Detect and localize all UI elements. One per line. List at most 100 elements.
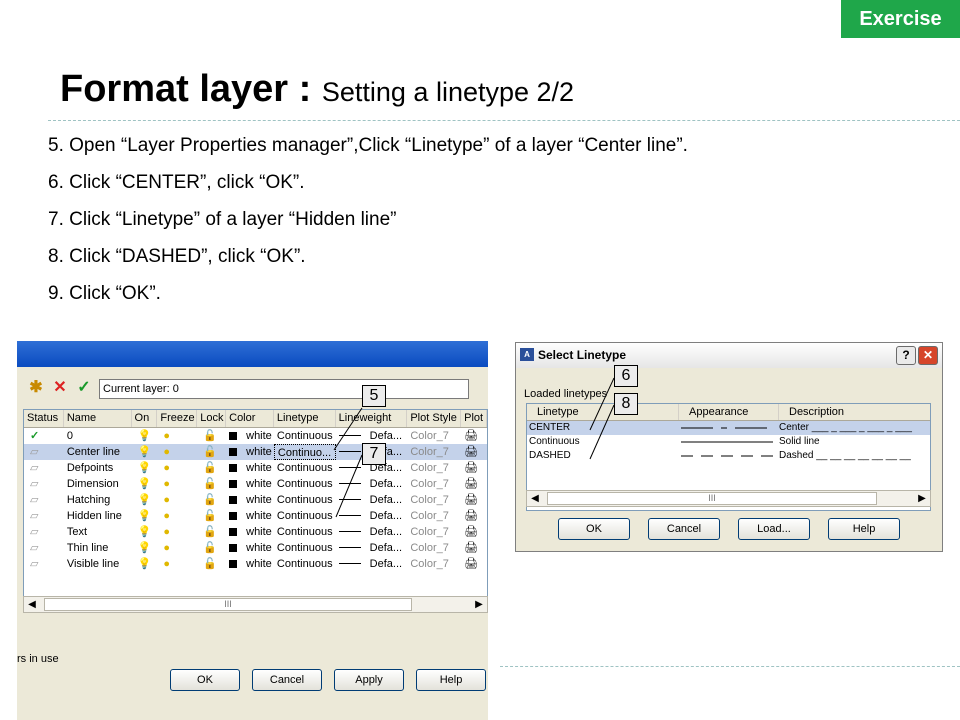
lightbulb-on-icon[interactable]: 💡 xyxy=(137,446,152,458)
col-name[interactable]: Name xyxy=(64,410,132,427)
lightbulb-on-icon[interactable]: 💡 xyxy=(137,494,152,506)
scroll-right-icon[interactable]: ▶ xyxy=(475,599,483,610)
col-plot[interactable]: Plot xyxy=(461,410,487,427)
printer-icon[interactable]: 🖨 xyxy=(464,494,479,506)
layer-color[interactable]: white xyxy=(226,444,274,460)
scroll-right-icon[interactable]: ▶ xyxy=(918,493,926,504)
layer-name[interactable]: Visible line xyxy=(66,558,120,570)
layer-color[interactable]: white xyxy=(226,492,274,508)
unlock-icon[interactable]: 🔓 xyxy=(203,542,217,554)
col-plot-style[interactable]: Plot Style xyxy=(407,410,462,427)
lightbulb-on-icon[interactable]: 💡 xyxy=(137,510,152,522)
unlock-icon[interactable]: 🔓 xyxy=(203,462,217,474)
unlock-icon[interactable]: 🔓 xyxy=(203,446,217,458)
layer-lineweight[interactable]: Defa... xyxy=(336,492,408,508)
printer-icon[interactable]: 🖨 xyxy=(464,542,479,554)
layer-name[interactable]: 0 xyxy=(66,430,73,442)
printer-icon[interactable]: 🖨 xyxy=(464,430,479,442)
lightbulb-on-icon[interactable]: 💡 xyxy=(137,462,152,474)
layer-lineweight[interactable]: Defa... xyxy=(336,524,408,540)
sun-thaw-icon[interactable]: ● xyxy=(163,494,171,506)
dialog-ok-button[interactable]: OK xyxy=(558,518,630,540)
printer-icon[interactable]: 🖨 xyxy=(464,462,479,474)
layer-status[interactable]: ▱ xyxy=(24,556,64,572)
layer-color[interactable]: white xyxy=(226,556,274,572)
unlock-icon[interactable]: 🔓 xyxy=(203,526,217,538)
layer-name[interactable]: Text xyxy=(66,526,88,538)
col-on[interactable]: On xyxy=(132,410,158,427)
dialog-load-button[interactable]: Load... xyxy=(738,518,810,540)
layer-status[interactable]: ▱ xyxy=(24,492,64,508)
layer-color[interactable]: white xyxy=(226,540,274,556)
unlock-icon[interactable]: 🔓 xyxy=(203,430,217,442)
col-lineweight[interactable]: Lineweight xyxy=(336,410,408,427)
layer-linetype[interactable]: Continuous xyxy=(276,478,333,490)
new-layer-icon[interactable]: ✱ xyxy=(29,379,43,396)
lightbulb-on-icon[interactable]: 💡 xyxy=(137,558,152,570)
layer-linetype[interactable]: Continuous xyxy=(276,430,333,442)
delete-layer-icon[interactable]: ✕ xyxy=(53,379,67,396)
scroll-thumb[interactable]: III xyxy=(44,598,412,611)
printer-icon[interactable]: 🖨 xyxy=(464,526,479,538)
layer-name[interactable]: Thin line xyxy=(66,542,109,554)
dialog-cancel-button[interactable]: Cancel xyxy=(648,518,720,540)
linetype-horizontal-scrollbar[interactable]: ◀ III ▶ xyxy=(526,490,931,507)
layer-lineweight[interactable]: Defa... xyxy=(336,540,408,556)
layer-color[interactable]: white xyxy=(226,476,274,492)
layer-color[interactable]: white xyxy=(226,428,274,444)
layer-color[interactable]: white xyxy=(226,460,274,476)
lpm-help-button[interactable]: Help xyxy=(416,669,486,691)
set-current-icon[interactable]: ✓ xyxy=(77,379,91,396)
layer-name[interactable]: Dimension xyxy=(66,478,119,490)
sun-thaw-icon[interactable]: ● xyxy=(163,510,171,522)
lpm-cancel-button[interactable]: Cancel xyxy=(252,669,322,691)
printer-icon[interactable]: 🖨 xyxy=(464,478,479,490)
scroll-left-icon[interactable]: ◀ xyxy=(28,599,36,610)
printer-icon[interactable]: 🖨 xyxy=(464,558,479,570)
col-linetype-name[interactable]: Linetype xyxy=(527,404,679,420)
col-color[interactable]: Color xyxy=(226,410,274,427)
col-status[interactable]: Status xyxy=(24,410,64,427)
printer-icon[interactable]: 🖨 xyxy=(464,510,479,522)
layer-status[interactable]: ▱ xyxy=(24,540,64,556)
col-linetype[interactable]: Linetype xyxy=(274,410,336,427)
printer-icon[interactable]: 🖨 xyxy=(464,446,479,458)
scroll-left-icon[interactable]: ◀ xyxy=(531,493,539,504)
unlock-icon[interactable]: 🔓 xyxy=(203,558,217,570)
layer-row[interactable]: ▱Center line💡●🔓whiteContinuo...Defa...Co… xyxy=(24,444,487,460)
close-icon[interactable]: ✕ xyxy=(918,346,938,365)
layer-name[interactable]: Defpoints xyxy=(66,462,114,474)
layer-lineweight[interactable]: Defa... xyxy=(336,508,408,524)
layer-linetype[interactable]: Continuous xyxy=(276,558,333,570)
layer-linetype[interactable]: Continuous xyxy=(276,462,333,474)
sun-thaw-icon[interactable]: ● xyxy=(163,462,171,474)
sun-thaw-icon[interactable]: ● xyxy=(163,446,171,458)
sun-thaw-icon[interactable]: ● xyxy=(163,430,171,442)
layer-linetype[interactable]: Continuous xyxy=(276,542,333,554)
linetype-row-center[interactable]: CENTER Center ___ _ ___ _ ___ _ ___ xyxy=(527,421,930,435)
lightbulb-on-icon[interactable]: 💡 xyxy=(137,542,152,554)
col-freeze[interactable]: Freeze xyxy=(157,410,198,427)
linetype-row-continuous[interactable]: Continuous Solid line xyxy=(527,435,930,449)
lightbulb-on-icon[interactable]: 💡 xyxy=(137,478,152,490)
layer-lineweight[interactable]: Defa... xyxy=(336,428,408,444)
lpm-ok-button[interactable]: OK xyxy=(170,669,240,691)
layer-status[interactable]: ▱ xyxy=(24,476,64,492)
unlock-icon[interactable]: 🔓 xyxy=(203,510,217,522)
sun-thaw-icon[interactable]: ● xyxy=(163,478,171,490)
lightbulb-on-icon[interactable]: 💡 xyxy=(137,526,152,538)
layer-name[interactable]: Hatching xyxy=(66,494,111,506)
layer-name[interactable]: Center line xyxy=(66,446,121,458)
layer-name[interactable]: Hidden line xyxy=(66,510,122,522)
layer-lineweight[interactable]: Defa... xyxy=(336,476,408,492)
layer-lineweight[interactable]: Defa... xyxy=(336,556,408,572)
unlock-icon[interactable]: 🔓 xyxy=(203,494,217,506)
layer-linetype[interactable]: Continuous xyxy=(276,510,333,522)
